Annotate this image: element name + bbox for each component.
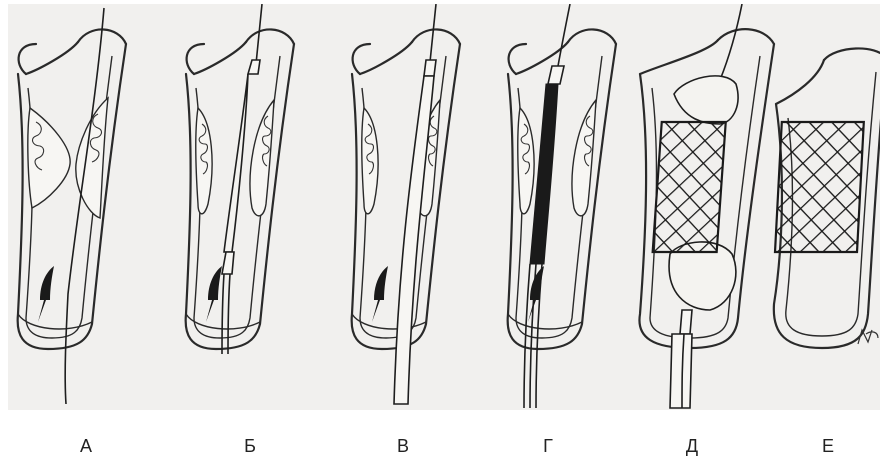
- panel-a-vessel-guidewire: [18, 8, 126, 404]
- stent-procedure-figure: [8, 4, 880, 410]
- panel-label-c: В: [383, 436, 423, 457]
- panel-e-balloon-expanded-stent: [639, 4, 774, 408]
- panel-label-b: Б: [230, 436, 270, 457]
- panel-f-deployed-stent: [774, 48, 880, 348]
- panel-c-guide-sheath: [352, 4, 460, 404]
- panel-label-e: Д: [672, 436, 712, 457]
- panel-label-a: А: [66, 436, 106, 457]
- panel-b-balloon-catheter: [186, 4, 294, 354]
- panel-d-stent-delivery: [508, 4, 616, 408]
- panel-label-d: Г: [528, 436, 568, 457]
- panel-label-f: Е: [808, 436, 848, 457]
